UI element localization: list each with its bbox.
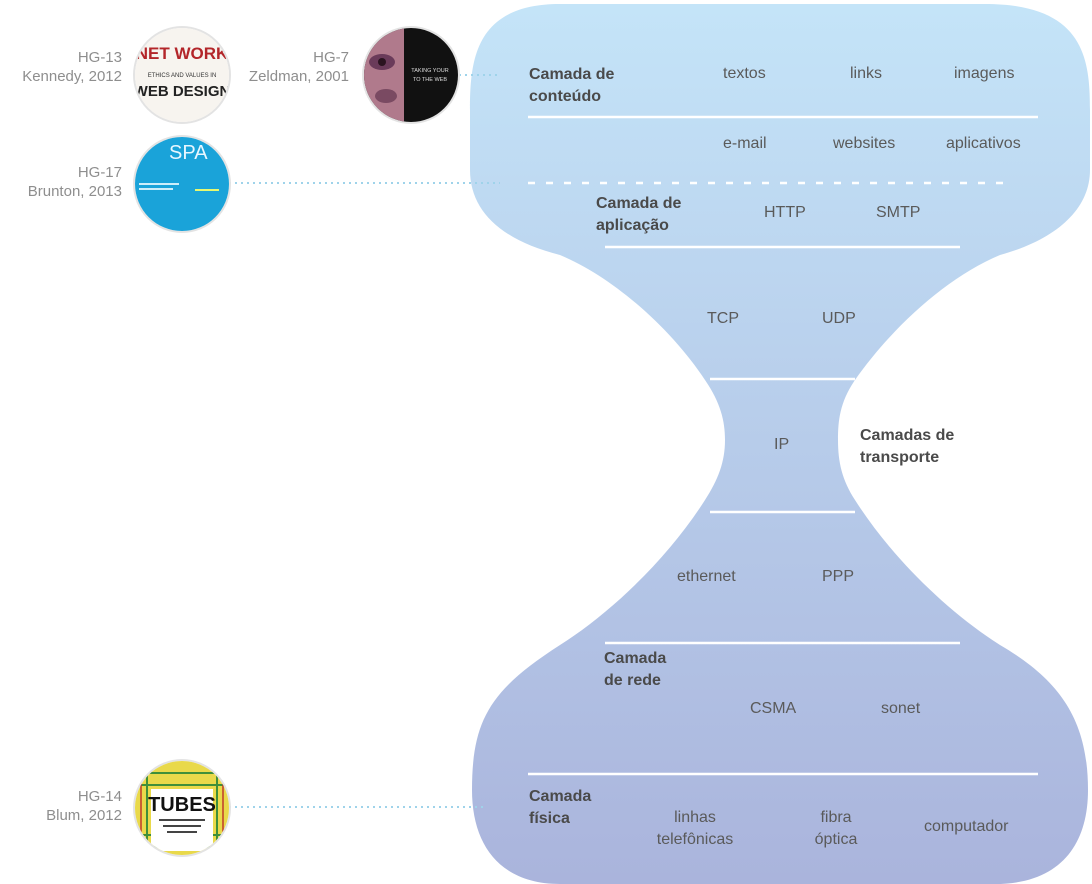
label-smtp: SMTP — [876, 204, 921, 221]
book-cover-hg13: NET WORK ETHICS AND VALUES IN WEB DESIGN — [135, 28, 229, 122]
reference-connectors — [229, 74, 500, 808]
label-email: e-mail — [723, 135, 767, 152]
label-computador: computador — [924, 818, 1009, 835]
reference-code: HG-7 — [313, 49, 349, 66]
reference-code: HG-13 — [77, 49, 122, 66]
application-layer-title: Camada de aplicação — [596, 195, 682, 234]
svg-text:TO THE WEB: TO THE WEB — [413, 77, 447, 83]
label-sonet: sonet — [881, 700, 921, 717]
label-fibra-optica: fibra óptica — [814, 809, 858, 848]
label-linhas-telefonicas: linhas telefônicas — [656, 809, 734, 848]
reference-hg14: HG-14 Blum, 2012 — [46, 787, 122, 825]
label-imagens: imagens — [954, 65, 1015, 82]
book-cover-hg7: TAKING YOUR TO THE WEB — [364, 28, 458, 122]
network-layer-title: Camada de rede — [604, 650, 667, 689]
hourglass-shape — [470, 4, 1090, 884]
transport-layer-title: Camadas de transporte — [860, 427, 955, 466]
cover-art: TAKING YOUR TO THE WEB — [364, 28, 458, 122]
svg-text:TUBES: TUBES — [148, 794, 216, 816]
content-layer-title: Camada de conteúdo — [529, 66, 615, 105]
physical-layer-title: Camada física — [529, 788, 592, 827]
reference-code: HG-14 — [77, 788, 122, 805]
svg-text:ETHICS AND VALUES IN: ETHICS AND VALUES IN — [148, 73, 217, 79]
svg-text:TAKING YOUR: TAKING YOUR — [411, 68, 448, 74]
label-websites: websites — [833, 135, 896, 152]
reference-author: Kennedy, 2012 — [22, 68, 122, 85]
reference-hg13: HG-13 Kennedy, 2012 — [22, 48, 122, 86]
svg-text:WEB DESIGN: WEB DESIGN — [135, 83, 229, 100]
cover-art: NET WORK ETHICS AND VALUES IN WEB DESIGN — [135, 28, 229, 122]
label-links: links — [850, 65, 883, 82]
label-http: HTTP — [764, 204, 806, 221]
book-cover-hg17: SPA — [135, 137, 229, 231]
label-csma: CSMA — [750, 700, 797, 717]
cover-art: TUBES — [135, 761, 229, 855]
label-ip: IP — [774, 436, 790, 453]
layer-dividers — [528, 115, 1038, 776]
label-aplicativos: aplicativos — [946, 135, 1021, 152]
label-ppp: PPP — [822, 568, 855, 585]
reference-author: Zeldman, 2001 — [248, 68, 349, 85]
svg-text:NET WORK: NET WORK — [136, 44, 229, 63]
label-tcp: TCP — [707, 310, 739, 327]
label-udp: UDP — [822, 310, 856, 327]
label-ethernet: ethernet — [677, 568, 736, 585]
label-textos: textos — [723, 65, 766, 82]
cover-art: SPA — [135, 137, 229, 231]
reference-author: Brunton, 2013 — [27, 183, 122, 200]
reference-author: Blum, 2012 — [46, 807, 122, 824]
reference-code: HG-17 — [77, 164, 122, 181]
svg-text:SPA: SPA — [169, 142, 208, 164]
reference-hg7: HG-7 Zeldman, 2001 — [249, 48, 349, 86]
book-cover-hg14: TUBES — [135, 761, 229, 855]
reference-hg17: HG-17 Brunton, 2013 — [28, 163, 122, 201]
